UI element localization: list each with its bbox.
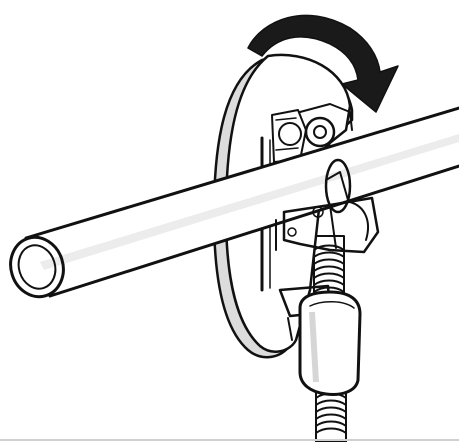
screw-thread (316, 408, 346, 413)
screw-thread (314, 260, 344, 265)
screw-thread (314, 253, 344, 258)
screw-thread (316, 415, 346, 420)
screw-thread (314, 267, 344, 272)
screw-thread (316, 422, 346, 427)
screw-thread (314, 281, 344, 286)
handle-knob (300, 292, 360, 394)
screw-thread (314, 274, 344, 279)
screw-thread (316, 401, 346, 406)
screw-thread (316, 429, 346, 434)
